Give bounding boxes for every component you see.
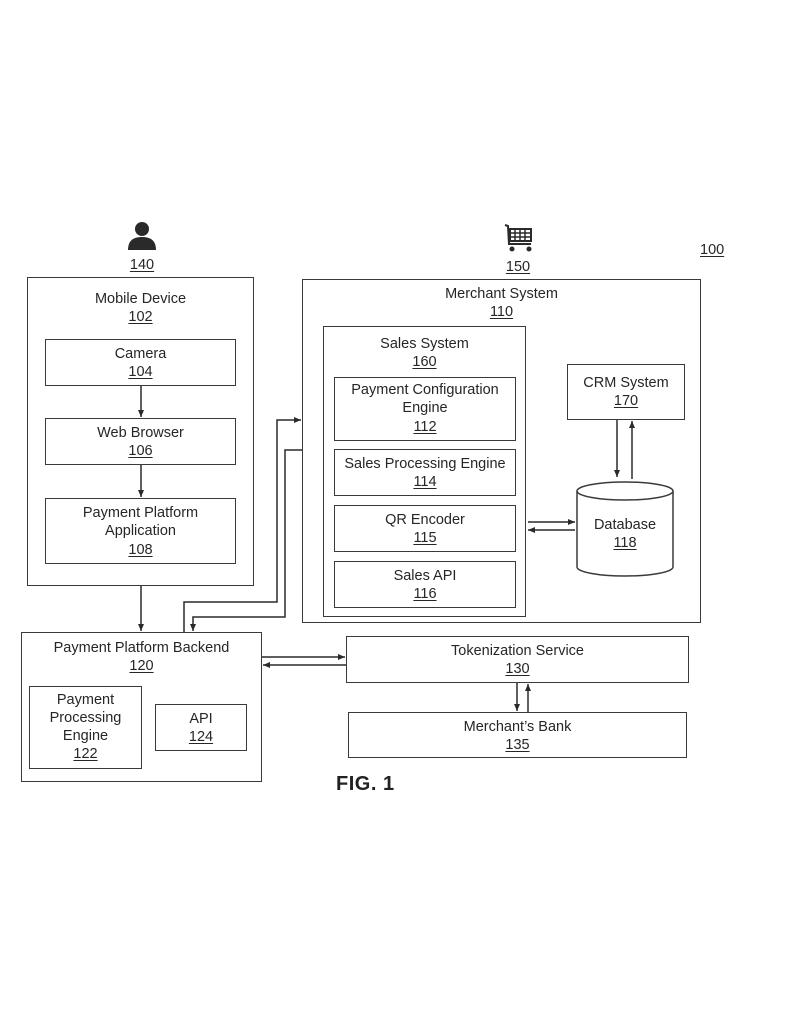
- payment-config-engine-title-line2: Engine: [402, 400, 448, 416]
- database-title: Database: [593, 517, 657, 533]
- api-title: API: [189, 711, 213, 727]
- ppe-title-line1: Payment: [56, 692, 115, 708]
- crm-system-title: CRM System: [583, 375, 669, 391]
- qr-encoder-title: QR Encoder: [385, 512, 465, 528]
- crm-system-box: CRM System 170: [567, 364, 685, 420]
- payment-app-box: Payment Platform Application 108: [45, 498, 236, 564]
- tokenization-service-title: Tokenization Service: [451, 643, 584, 659]
- merchant-system-title: Merchant System: [445, 286, 558, 302]
- figure-caption: FIG. 1: [336, 773, 395, 795]
- shopping-cart-icon: [504, 224, 532, 252]
- sales-api-title: Sales API: [393, 568, 457, 584]
- merchant-system-box: Merchant System 110: [302, 279, 701, 623]
- mobile-device-ref: 102: [128, 309, 153, 325]
- camera-title: Camera: [114, 346, 167, 362]
- ppe-ref: 122: [73, 746, 98, 762]
- figure-reference: 100: [700, 242, 725, 258]
- sales-processing-engine-box: Sales Processing Engine 114: [334, 449, 516, 496]
- camera-ref: 104: [128, 364, 153, 380]
- sales-api-ref: 116: [413, 586, 437, 602]
- backend-box: Payment Platform Backend 120: [21, 632, 262, 782]
- sales-system-ref: 160: [412, 354, 437, 370]
- ppe-title-line3: Engine: [62, 728, 109, 744]
- backend-ref: 120: [129, 658, 154, 674]
- ppe-title-line2: Processing: [49, 710, 122, 726]
- crm-system-ref: 170: [613, 393, 639, 409]
- sales-api-box: Sales API 116: [334, 561, 516, 608]
- merchants-bank-box: Merchant’s Bank 135: [348, 712, 687, 758]
- person-icon: [128, 222, 156, 250]
- api-ref: 124: [188, 729, 214, 745]
- user-actor: 140: [122, 220, 162, 278]
- database-icon: [576, 481, 674, 577]
- merchant-actor: 150: [498, 222, 538, 278]
- qr-encoder-ref: 115: [413, 530, 437, 546]
- api-box: API 124: [155, 704, 247, 751]
- payment-app-ref: 108: [128, 542, 153, 558]
- merchant-ref: 150: [505, 259, 531, 275]
- merchant-system-ref: 110: [489, 304, 514, 320]
- sales-processing-engine-ref: 114: [413, 474, 437, 490]
- mobile-device-title: Mobile Device: [94, 291, 187, 307]
- payment-processing-engine-box: Payment Processing Engine 122: [29, 686, 142, 769]
- sales-processing-engine-title: Sales Processing Engine: [344, 456, 506, 472]
- web-browser-box: Web Browser 106: [45, 418, 236, 465]
- payment-config-engine-title-line1: Payment Configuration: [351, 382, 499, 398]
- payment-app-title-line1: Payment Platform: [82, 505, 199, 521]
- payment-config-engine-box: Payment Configuration Engine 112: [334, 377, 516, 441]
- payment-config-engine-ref: 112: [413, 419, 437, 435]
- user-ref: 140: [129, 257, 155, 273]
- merchants-bank-title: Merchant’s Bank: [463, 719, 572, 735]
- qr-encoder-box: QR Encoder 115: [334, 505, 516, 552]
- sales-system-title: Sales System: [380, 336, 469, 352]
- payment-app-title-line2: Application: [105, 523, 176, 539]
- backend-title: Payment Platform Backend: [53, 640, 230, 656]
- merchants-bank-ref: 135: [505, 737, 530, 753]
- sales-system-box: Sales System 160: [323, 326, 526, 617]
- tokenization-service-box: Tokenization Service 130: [346, 636, 689, 683]
- database-ref: 118: [613, 535, 637, 551]
- web-browser-title: Web Browser: [97, 425, 184, 441]
- tokenization-service-ref: 130: [505, 661, 530, 677]
- camera-box: Camera 104: [45, 339, 236, 386]
- database-cylinder: Database 118: [576, 481, 674, 579]
- web-browser-ref: 106: [128, 443, 153, 459]
